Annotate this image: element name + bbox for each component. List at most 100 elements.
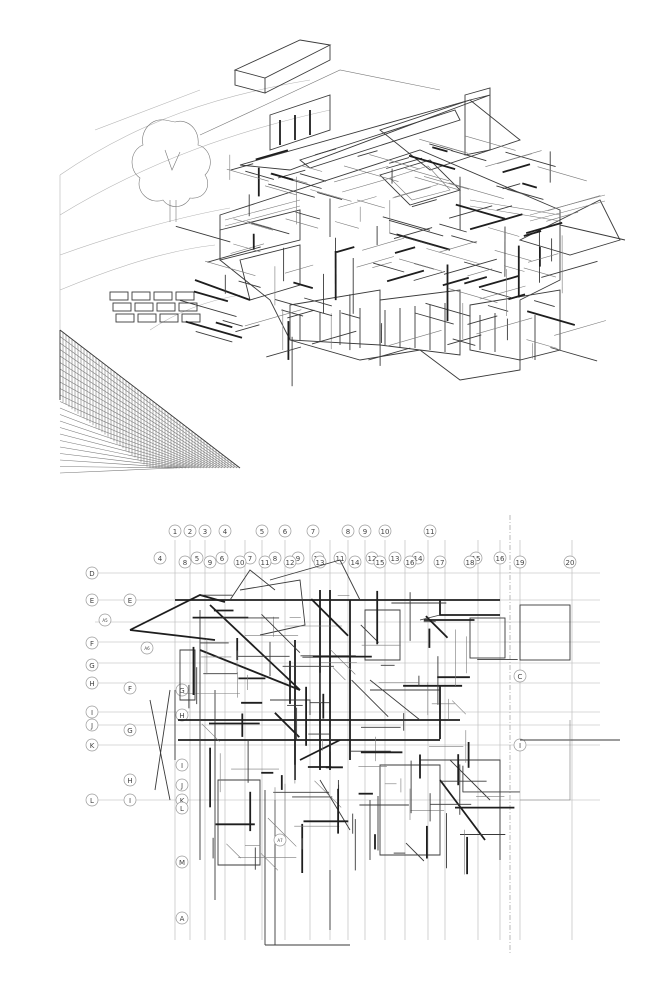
wire-line <box>497 153 532 164</box>
grid-bubble-column: 1 <box>168 524 182 538</box>
grid-bubble-column: 5 <box>255 524 269 538</box>
svg-text:13: 13 <box>316 559 325 567</box>
svg-text:7: 7 <box>248 555 252 563</box>
wire-line <box>448 182 504 199</box>
wire-line <box>357 150 378 157</box>
wire-line <box>300 165 323 172</box>
wire-line <box>413 271 446 281</box>
svg-text:10: 10 <box>236 559 245 567</box>
grid-bubble-column: 17 <box>433 555 447 569</box>
wire-line <box>226 843 242 859</box>
wire-line <box>338 196 377 208</box>
svg-text:4: 4 <box>223 528 228 536</box>
wire-line <box>396 233 451 251</box>
hatch-line <box>59 446 187 469</box>
svg-text:14: 14 <box>414 555 423 563</box>
grid-bubble-column: 8 <box>341 524 355 538</box>
wire-line <box>389 157 410 164</box>
wire-line <box>336 246 355 253</box>
wire-line <box>382 216 431 231</box>
wire-line <box>523 230 542 237</box>
wire-line <box>299 173 327 182</box>
svg-text:20: 20 <box>566 559 575 567</box>
wire-line <box>205 260 256 276</box>
grid-bubble-column: 2 <box>183 524 197 538</box>
hatch-line <box>59 349 232 469</box>
wire-line <box>526 310 576 326</box>
svg-text:K: K <box>90 742 95 750</box>
grid-bubble-row: E <box>85 593 99 607</box>
hatch-line <box>59 414 202 469</box>
wire-line <box>447 334 482 346</box>
wire-line <box>426 248 481 265</box>
wire-line <box>334 221 359 229</box>
wire-line <box>362 237 405 251</box>
wire-line <box>179 299 237 318</box>
wire-line <box>244 309 302 327</box>
svg-text:9: 9 <box>208 559 212 567</box>
wire-line <box>245 170 275 180</box>
svg-text:L: L <box>90 797 94 805</box>
wire-line <box>360 624 379 643</box>
wire-line <box>541 260 598 278</box>
wire-line <box>405 168 450 182</box>
wire-line <box>389 232 436 247</box>
hatch-line <box>59 375 220 469</box>
wire-line <box>230 243 265 254</box>
wire-line <box>425 615 449 639</box>
wire-line <box>393 227 433 240</box>
grid-bubble-row: I <box>513 738 527 752</box>
svg-text:6: 6 <box>220 555 225 563</box>
grid-bubble-row: E <box>123 593 137 607</box>
wire-line <box>502 163 531 174</box>
wire-line <box>504 265 525 272</box>
section-mark-a6: A6 <box>140 641 154 655</box>
wire-line <box>408 154 456 170</box>
wire-line <box>537 166 587 182</box>
grid-bubble-row: D <box>85 566 99 580</box>
hatch-line <box>59 394 211 469</box>
wire-line <box>528 253 559 263</box>
wire-line <box>448 205 493 219</box>
svg-text:A: A <box>180 915 185 923</box>
grid-bubble-row: I <box>175 758 189 772</box>
svg-text:9: 9 <box>296 555 300 563</box>
wire-line <box>226 168 269 182</box>
ground-hatch <box>59 329 241 474</box>
wire-line <box>505 151 556 168</box>
svg-text:7: 7 <box>311 528 315 536</box>
svg-text:2: 2 <box>188 528 192 536</box>
svg-text:14: 14 <box>351 559 360 567</box>
hatch-line <box>59 427 196 469</box>
house-massing <box>194 87 626 381</box>
wire-line <box>304 297 332 307</box>
wire-line <box>464 276 488 285</box>
svg-text:E: E <box>90 597 94 605</box>
wire-line <box>293 281 314 289</box>
svg-text:18: 18 <box>466 559 475 567</box>
grid-bubble-column: 16 <box>493 551 507 565</box>
svg-text:8: 8 <box>183 559 187 567</box>
grid-bubble-column: 6 <box>215 551 229 565</box>
wire-line <box>494 250 532 262</box>
grid-bubble-column: 14 <box>348 555 362 569</box>
grid-bubble-column: 16 <box>403 555 417 569</box>
wire-line <box>388 219 444 237</box>
wire-line <box>310 189 352 202</box>
grid-bubble-column: 3 <box>198 524 212 538</box>
svg-text:19: 19 <box>516 559 525 567</box>
wire-line <box>439 223 467 233</box>
grid-bubble-column: 8 <box>178 555 192 569</box>
svg-text:F: F <box>128 685 132 693</box>
svg-text:16: 16 <box>406 559 415 567</box>
svg-text:11: 11 <box>261 559 270 567</box>
wire-line <box>533 300 555 308</box>
grid-bubble-row: G <box>123 723 137 737</box>
wire-line <box>195 330 233 343</box>
wire-line <box>429 143 453 152</box>
svg-text:4: 4 <box>158 555 163 563</box>
wire-line <box>207 246 261 263</box>
grid-bubble-column: 18 <box>463 555 477 569</box>
section-mark-a7: A7 <box>273 833 287 847</box>
wire-line <box>387 330 442 347</box>
